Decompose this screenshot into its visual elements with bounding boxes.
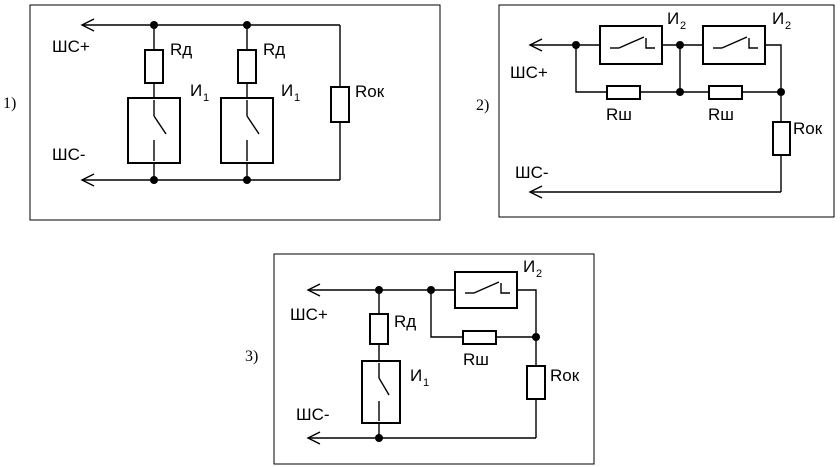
circuit-1-resistor-add-2 xyxy=(237,49,257,84)
circuit-3-detector-1-contact-blade xyxy=(378,377,390,396)
circuit-2-right-top-wire xyxy=(765,44,782,92)
circuit-3-resistor-end xyxy=(526,365,546,400)
circuit-3-resistor-add xyxy=(369,313,389,345)
circuit-2-detector-1 xyxy=(599,25,663,65)
circuit-2-detector-1-contact-right xyxy=(645,38,655,49)
circuit-2-resistor-end xyxy=(772,121,791,156)
circuit-1-junction xyxy=(150,176,158,184)
circuit-3: 3) ШС+ ШС- Rд И xyxy=(245,253,595,465)
circuit-1-top-arrow xyxy=(80,18,95,32)
circuit-2-left-shunt-wire xyxy=(575,45,607,93)
circuit-3-detector-1-subscript: 1 xyxy=(423,377,429,389)
circuit-1-junction xyxy=(243,176,251,184)
circuit-1-line-minus-label: ШС- xyxy=(52,145,86,164)
circuit-2-shunt-1 xyxy=(606,85,641,100)
circuit-3-detector-2-label: И xyxy=(523,257,535,276)
circuit-1: 1) ШС+ ШС- Rд Rд И 1 xyxy=(3,4,441,221)
circuit-3-detector-2 xyxy=(454,271,518,309)
circuit-3-detector-1-label: И xyxy=(410,366,422,385)
circuit-2-resistor-end-label: Rок xyxy=(793,119,823,138)
circuit-2-shunt-2 xyxy=(708,85,743,100)
circuit-3-top-arrow xyxy=(306,283,321,297)
circuit-1-resistor-add-1-label: Rд xyxy=(170,40,192,59)
circuit-3-detector-2-contact-right xyxy=(500,283,510,294)
circuit-2-line-minus-label: ШС- xyxy=(515,163,549,182)
circuit-3-left-shunt-wire xyxy=(430,290,463,338)
circuit-3-resistor-add-label: Rд xyxy=(394,312,416,331)
circuit-2-detector-1-contact-blade xyxy=(618,36,645,49)
circuit-2: 2) ШС+ ШС- И xyxy=(476,4,835,218)
circuit-3-shunt-label: Rш xyxy=(463,350,489,369)
circuit-1-frame xyxy=(29,4,441,221)
circuit-1-line-plus-label: ШС+ xyxy=(52,37,90,56)
circuit-1-resistor-add-2-label: Rд xyxy=(263,40,285,59)
circuit-1-resistor-end-label: Rок xyxy=(355,82,385,101)
circuit-2-detector-1-label: И xyxy=(667,9,679,28)
circuit-2-bottom-arrow xyxy=(528,185,543,199)
circuit-1-detector-2-contact-blade xyxy=(246,115,260,135)
circuit-3-line-minus-label: ШС- xyxy=(296,405,330,424)
circuit-1-junction xyxy=(243,21,251,29)
circuit-3-resistor-end-label: Rок xyxy=(550,366,580,385)
circuit-2-detector-2 xyxy=(702,25,766,65)
circuit-3-junction xyxy=(375,286,383,294)
circuit-2-detector-2-contact-right xyxy=(748,38,758,49)
circuit-3-detector-1 xyxy=(361,360,401,424)
circuit-2-junction xyxy=(676,41,684,49)
circuit-3-junction xyxy=(375,434,383,442)
circuit-2-shunt-1-label: Rш xyxy=(606,105,632,124)
circuit-1-number: 1) xyxy=(3,95,16,112)
circuit-1-resistor-add-1 xyxy=(144,49,164,84)
circuit-2-detector-2-contact-blade xyxy=(721,36,748,49)
circuit-1-bottom-arrow xyxy=(80,173,95,187)
circuit-2-detector-1-subscript: 2 xyxy=(680,20,686,32)
circuit-3-right-top-wire xyxy=(517,289,537,337)
circuit-2-number: 2) xyxy=(476,97,489,114)
circuit-3-frame xyxy=(273,253,595,465)
circuit-2-line-plus-label: ШС+ xyxy=(510,63,548,82)
circuit-2-shunt-2-label: Rш xyxy=(708,105,734,124)
circuit-3-line-plus-label: ШС+ xyxy=(290,305,328,324)
circuit-3-junction xyxy=(427,286,435,294)
circuit-2-junction xyxy=(676,88,684,96)
circuit-3-number: 3) xyxy=(245,348,258,365)
circuit-2-top-arrow xyxy=(528,38,543,52)
circuit-3-shunt xyxy=(462,330,497,345)
circuit-2-junction xyxy=(572,41,580,49)
circuit-2-detector-2-label: И xyxy=(772,9,784,28)
circuit-1-detector-1-subscript: 1 xyxy=(203,92,209,104)
circuit-3-detector-2-contact-blade xyxy=(473,281,500,294)
circuit-1-detector-1-label: И xyxy=(190,81,202,100)
circuit-3-junction xyxy=(532,333,540,341)
circuit-1-detector-2-subscript: 1 xyxy=(294,92,300,104)
circuit-2-frame xyxy=(498,4,835,218)
circuit-3-detector-2-subscript: 2 xyxy=(536,268,542,280)
circuit-2-junction xyxy=(777,88,785,96)
circuit-1-junction xyxy=(150,21,158,29)
circuit-3-bottom-arrow xyxy=(306,431,321,445)
circuit-1-detector-1-contact-blade xyxy=(153,115,167,135)
circuit-1-detector-2-label: И xyxy=(281,81,293,100)
circuit-1-resistor-end xyxy=(330,86,350,123)
circuit-2-detector-2-subscript: 2 xyxy=(785,20,791,32)
